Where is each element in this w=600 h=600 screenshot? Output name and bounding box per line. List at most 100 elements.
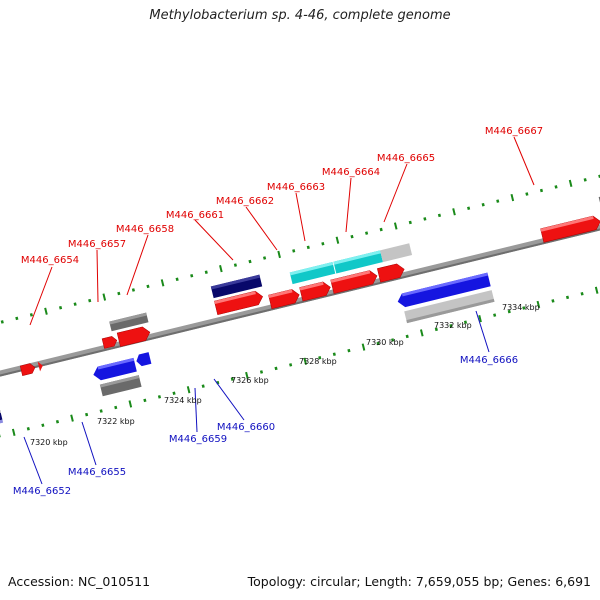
track-tick: [230, 377, 234, 381]
tick-labels: 7320 kbp 7322 kbp 7324 kbp 7326 kbp 7328…: [30, 303, 540, 447]
track-tick: [510, 193, 515, 202]
track-tick: [583, 178, 587, 182]
track-tick: [350, 234, 354, 239]
gene-label: M446_6661: [166, 210, 224, 221]
track-tick: [11, 428, 16, 436]
track-tick: [419, 329, 424, 337]
gene-features: [0, 187, 600, 431]
track-tick: [248, 259, 252, 264]
track-tick: [434, 327, 438, 332]
track-tick: [99, 409, 103, 413]
minus-strand-track: [0, 286, 599, 438]
track-tick: [536, 300, 541, 309]
track-tick: [58, 305, 63, 310]
gene-label: M446_6654: [21, 255, 79, 266]
track-tick: [131, 288, 135, 292]
track-tick: [551, 299, 555, 303]
track-tick: [361, 343, 366, 351]
track-tick: [263, 256, 267, 260]
track-tick: [525, 192, 529, 196]
gene-M446_6657[interactable]: [101, 335, 118, 349]
track-tick: [15, 316, 19, 321]
gene-label: M446_6662: [216, 196, 274, 207]
track-tick: [393, 222, 398, 230]
track-tick: [496, 199, 500, 203]
gene-M446_6661[interactable]: [210, 274, 263, 299]
track-tick: [408, 220, 412, 225]
track-tick: [29, 313, 33, 317]
track-tick: [160, 279, 165, 287]
track-tick: [481, 202, 485, 207]
track-tick: [522, 306, 526, 310]
track-tick: [580, 292, 584, 296]
track-tick: [117, 291, 121, 296]
track-tick: [292, 249, 296, 253]
track-tick: [274, 366, 278, 371]
track-tick: [277, 250, 281, 259]
track-tick: [85, 412, 89, 417]
track-tick: [565, 295, 570, 300]
track-tick: [423, 217, 427, 221]
gene-M446_6665[interactable]: [327, 243, 417, 294]
track-tick: [347, 348, 351, 353]
tick-label: 7330 kbp: [366, 338, 404, 347]
gene-label: M446_6658: [116, 224, 174, 235]
gene-label: M446_6652: [13, 486, 71, 497]
track-tick: [391, 338, 395, 342]
track-tick: [233, 263, 237, 267]
track-tick: [70, 414, 74, 422]
track-tick: [73, 302, 77, 306]
gene-M446_6654[interactable]: [19, 361, 44, 376]
track-tick: [507, 309, 511, 314]
track-tick: [114, 405, 118, 410]
track-tick: [478, 315, 482, 323]
track-tick: [172, 391, 176, 396]
gene-label: M446_6657: [68, 239, 126, 250]
track-tick: [332, 352, 336, 356]
gene-M446_6663[interactable]: [268, 288, 300, 310]
gene-M446_6660[interactable]: [135, 352, 152, 367]
track-tick: [405, 334, 409, 339]
tick-label: 7320 kbp: [30, 438, 68, 447]
gene-M446_6655[interactable]: [0, 393, 4, 431]
map-title: Methylobacterium sp. 4-46, complete geno…: [149, 8, 451, 23]
track-tick: [289, 363, 293, 367]
gene-label: M446_6664: [322, 167, 380, 178]
track-tick: [175, 277, 179, 282]
tick-label: 7324 kbp: [164, 396, 202, 405]
track-tick: [493, 313, 497, 317]
track-tick: [55, 419, 60, 424]
track-tick: [318, 355, 322, 360]
tick-label: 7322 kbp: [97, 417, 135, 426]
track-tick: [157, 395, 162, 399]
gene-label: M446_6660: [217, 422, 275, 433]
track-tick: [201, 384, 205, 388]
gene-M446_6667[interactable]: [536, 187, 600, 243]
gene-M446_6662[interactable]: [214, 290, 264, 316]
track-tick: [335, 236, 340, 244]
gene-M446_6658[interactable]: [109, 312, 152, 348]
gene-labels: M446_6652 M446_6654 M446_6655 M446_6657 …: [13, 126, 543, 497]
gene-M446_6659[interactable]: [92, 357, 142, 398]
gene-label: M446_6665: [377, 153, 435, 164]
track-tick: [219, 265, 223, 273]
track-tick: [463, 320, 468, 324]
track-tick: [379, 227, 383, 232]
gene-label: M446_6666: [460, 355, 518, 366]
track-tick: [190, 273, 194, 278]
gene-M446_6666[interactable]: [396, 272, 495, 324]
track-tick: [467, 206, 471, 210]
track-tick: [259, 370, 264, 374]
track-tick: [44, 307, 48, 315]
accession-text: Accession: NC_010511: [8, 574, 151, 589]
track-tick: [437, 213, 442, 218]
track-tick: [0, 320, 4, 324]
track-tick: [143, 398, 147, 403]
gene-M446_6664[interactable]: [289, 262, 340, 303]
track-tick: [568, 179, 573, 188]
track-tick: [306, 245, 310, 250]
track-tick: [186, 386, 191, 394]
tick-label: 7328 kbp: [299, 357, 337, 366]
track-tick: [204, 270, 208, 274]
track-tick: [102, 293, 107, 301]
